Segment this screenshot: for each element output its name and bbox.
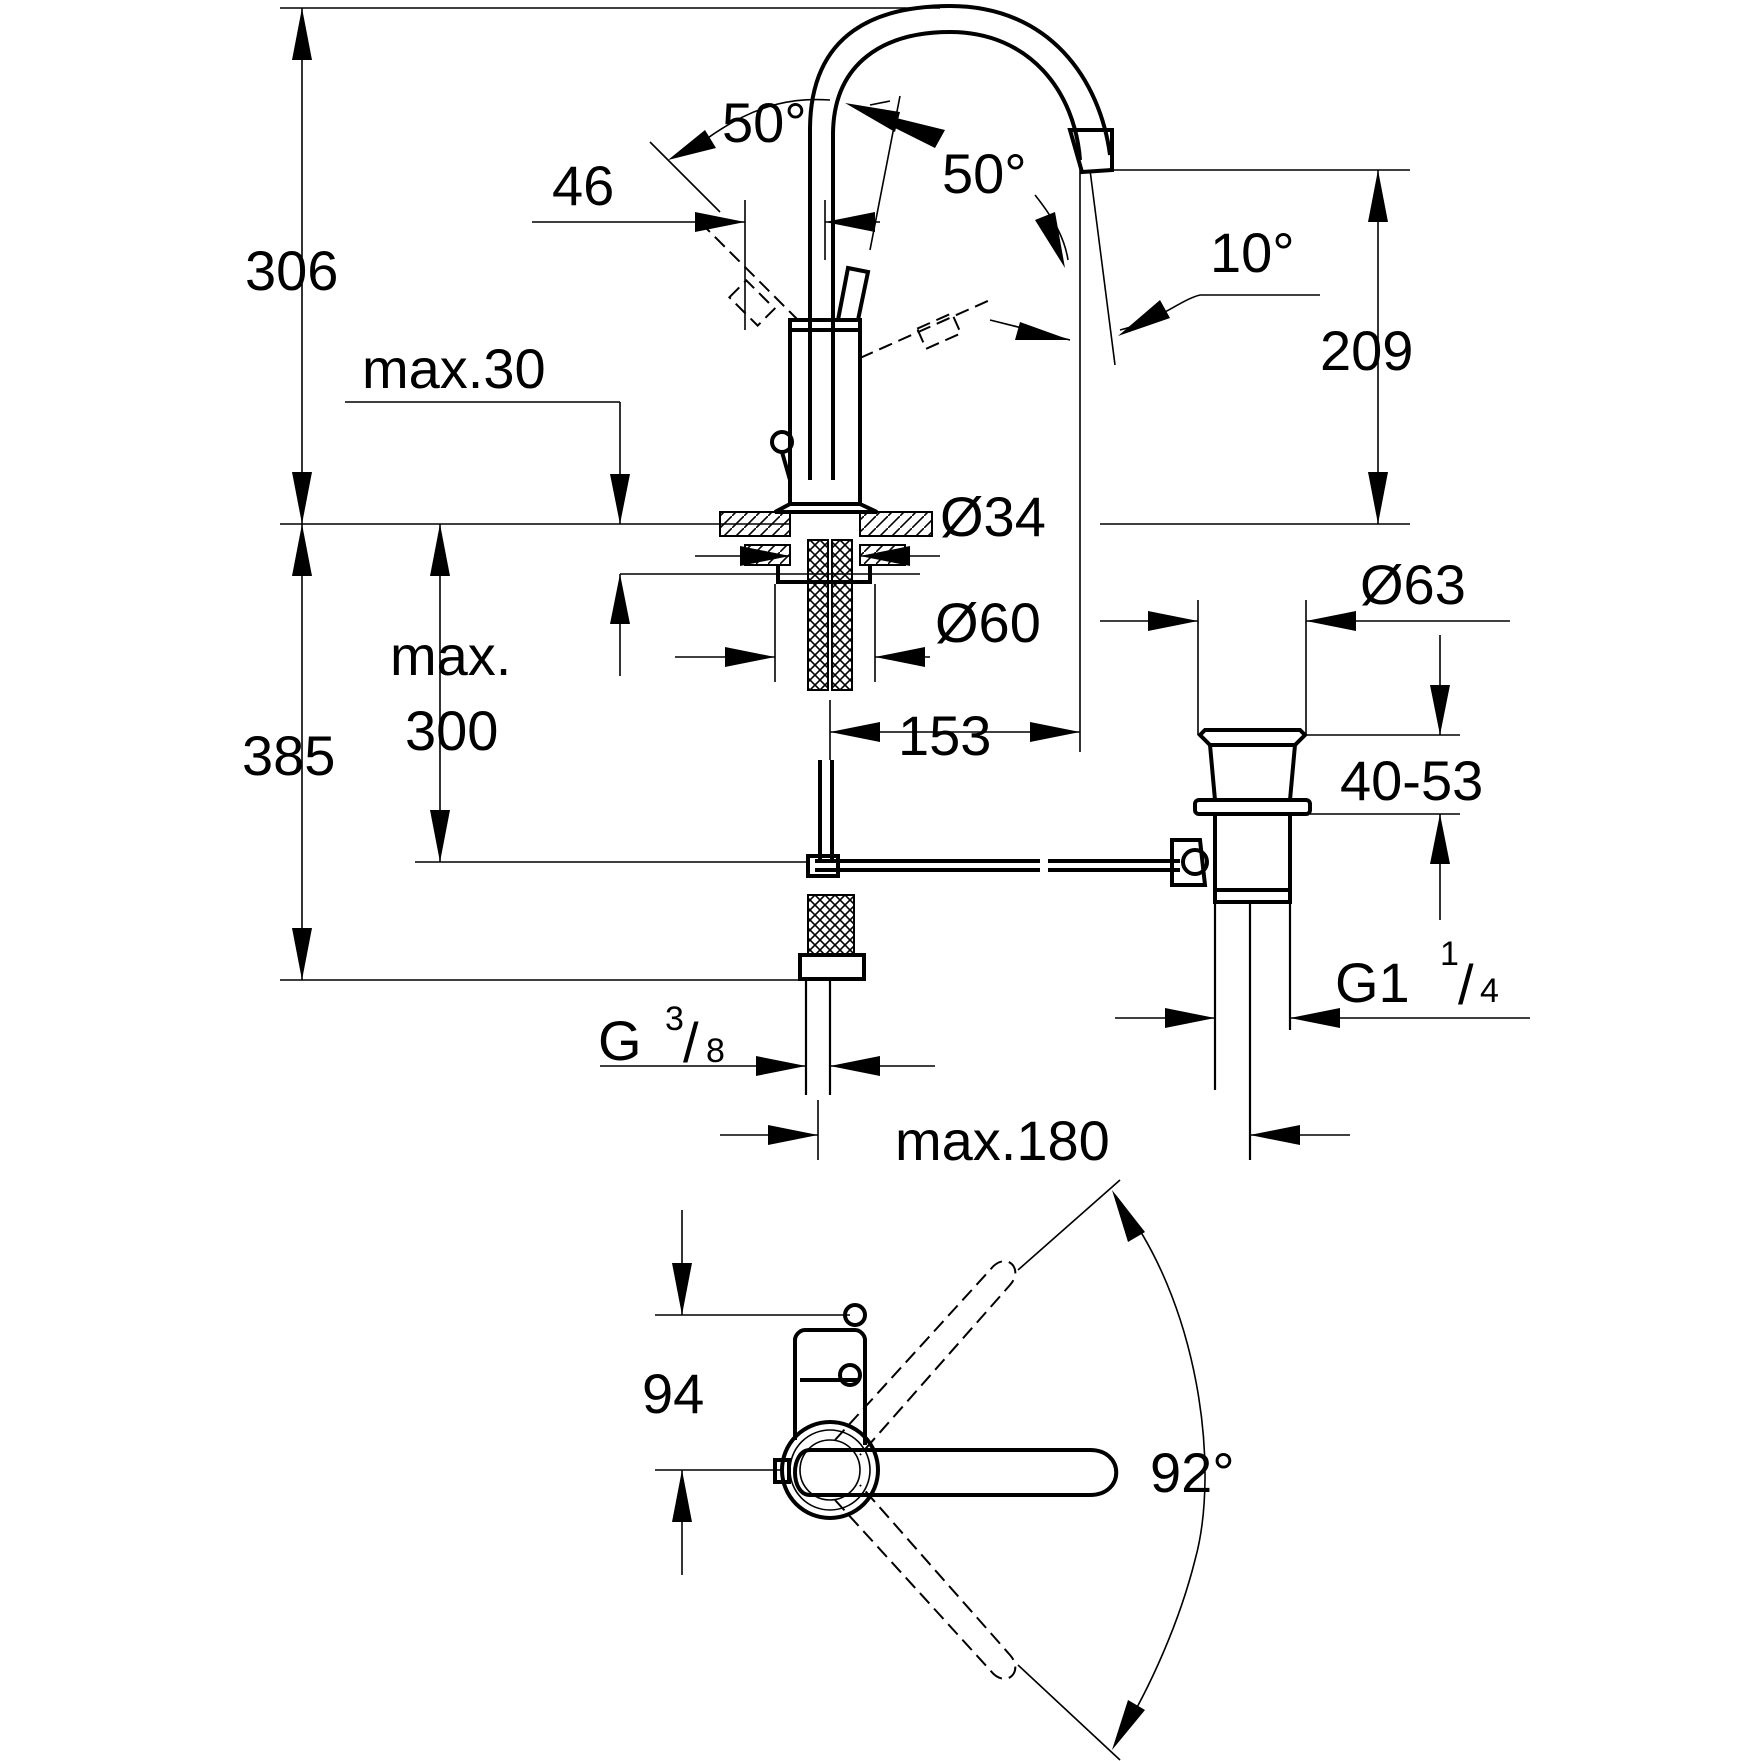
flex-hose-left	[807, 539, 829, 691]
label-g114: G1 1 / 4	[1335, 935, 1499, 1016]
label-max180: max.180	[895, 1109, 1110, 1172]
label-10: 10°	[1210, 221, 1295, 284]
base-flange	[774, 502, 878, 514]
lever-dashed-left	[699, 221, 801, 323]
top-view	[655, 1179, 1206, 1761]
faucet-side-view	[699, 3, 1180, 1095]
label-50-left: 50°	[722, 91, 807, 154]
lever-dashed-right	[859, 299, 991, 359]
label-g38: G 3 / 8	[598, 1000, 725, 1074]
flex-hose-right	[831, 539, 853, 691]
valve-connector	[807, 894, 855, 956]
dimension-lines	[280, 7, 1530, 1160]
lever-top-dashed-down	[834, 1484, 1017, 1680]
lever-top-solid	[793, 1448, 1119, 1497]
popup-waste	[1170, 728, 1312, 1160]
label-max30: max.30	[362, 337, 546, 400]
label-40-53: 40-53	[1340, 749, 1483, 812]
label-dia34: Ø34	[940, 485, 1046, 548]
countertop-right-hatch	[859, 511, 933, 537]
spout-outer	[808, 3, 1112, 480]
label-153: 153	[898, 704, 991, 767]
topview-base-outer	[780, 1420, 880, 1520]
label-dia63: Ø63	[1360, 553, 1466, 616]
dimension-labels: 306 50° 46 50° 10° 209 max.30 Ø34 Ø60 Ø6…	[242, 91, 1499, 1504]
label-92: 92°	[1150, 1441, 1235, 1504]
lever-handle	[836, 265, 871, 321]
label-dia60: Ø60	[935, 591, 1041, 654]
label-209: 209	[1320, 319, 1413, 382]
label-385: 385	[242, 724, 335, 787]
label-300: 300	[405, 699, 498, 762]
faucet-body	[788, 318, 862, 506]
label-306: 306	[245, 239, 338, 302]
label-50-right: 50°	[942, 142, 1027, 205]
spout-inner	[831, 29, 1082, 480]
label-46: 46	[552, 154, 614, 217]
lever-top-dashed-up	[834, 1260, 1017, 1456]
label-max: max.	[390, 624, 511, 687]
label-94: 94	[642, 1362, 704, 1425]
